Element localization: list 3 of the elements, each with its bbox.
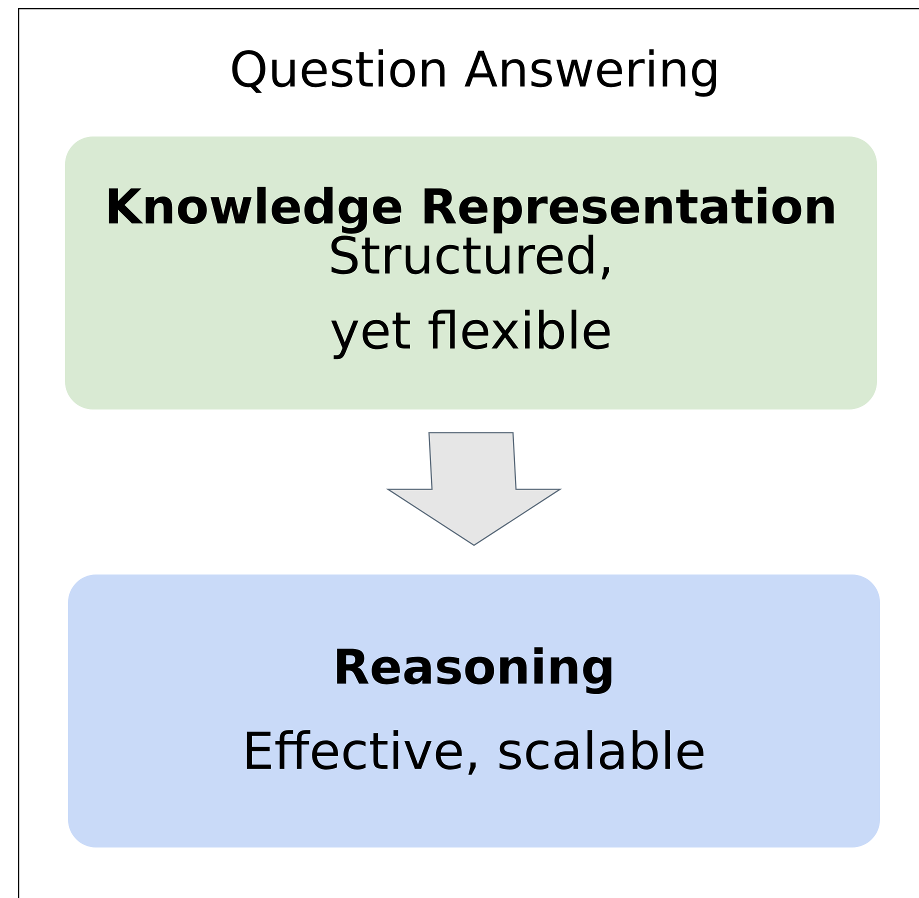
rounded-box: Knowledge Representation Structured, yet flexible	[65, 136, 877, 410]
block-arrow	[386, 432, 562, 546]
rounded-box: Reasoning Effective, scalable	[68, 574, 880, 848]
